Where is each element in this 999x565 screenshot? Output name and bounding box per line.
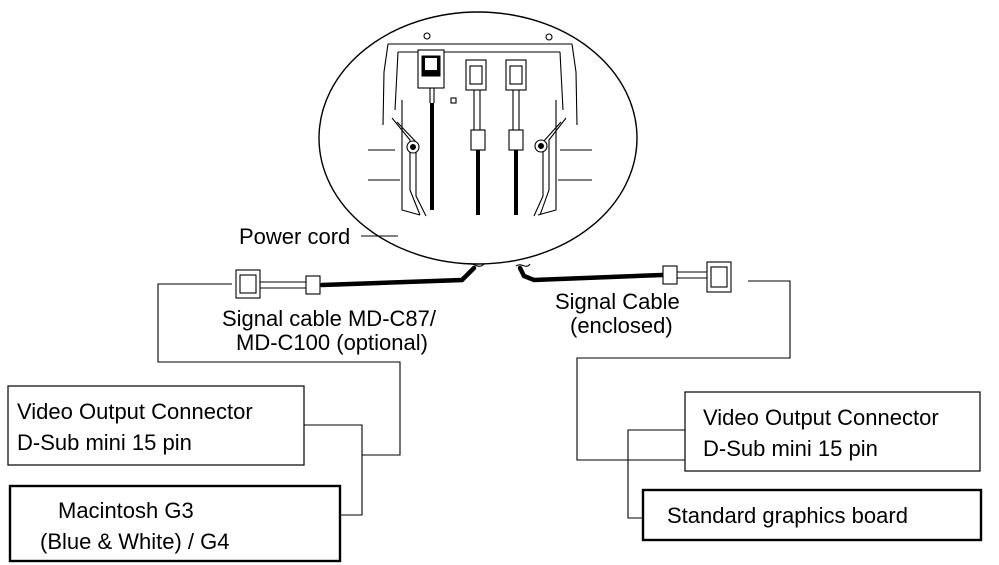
right-video-connector-box: Video Output Connector D-Sub mini 15 pin bbox=[684, 391, 981, 472]
left-signal-cable bbox=[235, 263, 485, 299]
left-video-connector-box: Video Output Connector D-Sub mini 15 pin bbox=[7, 385, 305, 466]
right-cable-label-line1: Signal Cable bbox=[555, 289, 680, 314]
right-signal-cable bbox=[515, 261, 732, 293]
left-connector-line2: D-Sub mini 15 pin bbox=[17, 430, 192, 455]
macintosh-box: Macintosh G3 (Blue & White) / G4 bbox=[8, 484, 342, 563]
right-connector-line1: Video Output Connector bbox=[703, 405, 939, 430]
left-cable-label-line1: Signal cable MD-C87/ bbox=[222, 306, 437, 331]
graphics-board-label: Standard graphics board bbox=[667, 503, 908, 528]
macintosh-line2: (Blue & White) / G4 bbox=[40, 529, 230, 554]
left-cable-label-line2: MD-C100 (optional) bbox=[236, 330, 428, 355]
right-connector-line2: D-Sub mini 15 pin bbox=[703, 436, 878, 461]
power-cord-label: Power cord bbox=[239, 224, 350, 249]
left-connector-line1: Video Output Connector bbox=[17, 399, 253, 424]
macintosh-line1: Macintosh G3 bbox=[58, 498, 194, 523]
right-leader-lines bbox=[576, 280, 791, 519]
right-cable-label-line2: (enclosed) bbox=[570, 313, 673, 338]
graphics-board-box: Standard graphics board bbox=[641, 488, 983, 542]
monitor-rear-panel-closeup bbox=[318, 11, 638, 265]
left-leader-lines bbox=[157, 283, 401, 516]
